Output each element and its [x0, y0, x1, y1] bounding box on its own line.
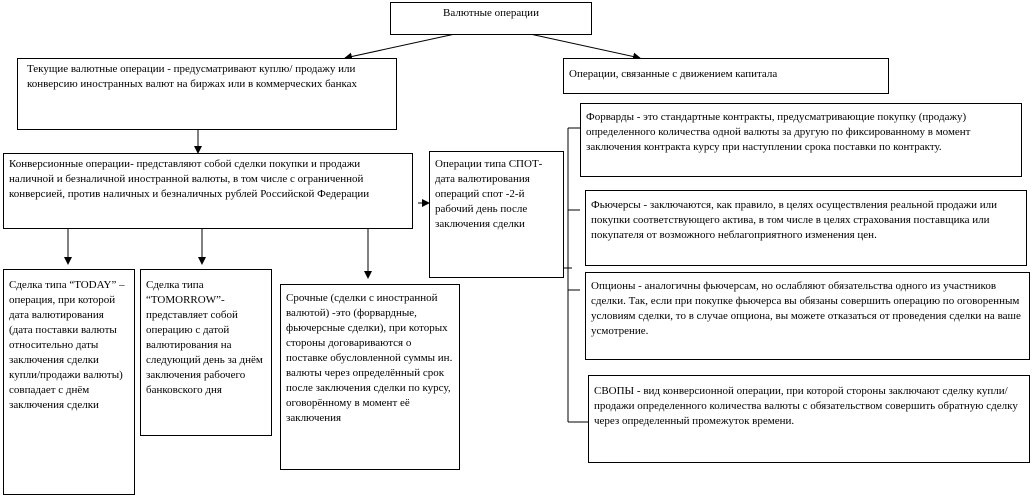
today-label: Сделка типа “TODAY” – операция, при кото… — [9, 279, 125, 411]
capital-ops-label: Операции, связанные с движением капитала — [569, 68, 778, 80]
conversion-ops-label: Конверсионные операции- представляют соб… — [9, 158, 370, 200]
options-box: Опционы - аналогичны фьючерсам, но ослаб… — [585, 272, 1030, 360]
forwards-box: Форварды - это стандартные контракты, пр… — [580, 103, 1022, 177]
current-ops-label: Текущие валютные операции - предусматрив… — [27, 63, 358, 90]
tomorrow-label: Сделка типа “TOMORROW”-представляет собо… — [146, 279, 263, 396]
arrow-root-to-current — [344, 33, 456, 61]
swaps-box: СВОПЫ - вид конверсионной операции, при … — [588, 375, 1030, 463]
options-label: Опционы - аналогичны фьючерсам, но ослаб… — [591, 280, 1021, 337]
tomorrow-box: Сделка типа “TOMORROW”-представляет собо… — [140, 269, 272, 436]
forwards-label: Форварды - это стандартные контракты, пр… — [586, 111, 971, 153]
today-box: Сделка типа “TODAY” – операция, при кото… — [3, 269, 135, 495]
spot-box: Операции типа СПОТ-дата валютирования оп… — [429, 151, 564, 278]
conversion-ops-box: Конверсионные операции- представляют соб… — [3, 153, 413, 229]
swaps-label: СВОПЫ - вид конверсионной операции, при … — [594, 385, 1018, 427]
arrow-root-to-capital — [529, 33, 641, 61]
futures-box: Фьючерсы - заключаются, как правило, в ц… — [585, 190, 1027, 266]
spot-label: Операции типа СПОТ-дата валютирования оп… — [435, 158, 543, 230]
forward-ops-box: Срочные (сделки с иностранной валютой) -… — [280, 284, 460, 470]
forward-ops-label: Срочные (сделки с иностранной валютой) -… — [286, 292, 453, 424]
root-label: Валютные операции — [443, 7, 539, 19]
current-ops-box: Текущие валютные операции - предусматрив… — [17, 58, 397, 130]
capital-ops-box: Операции, связанные с движением капитала — [563, 58, 889, 94]
root-box: Валютные операции — [390, 2, 592, 35]
futures-label: Фьючерсы - заключаются, как правило, в ц… — [591, 199, 997, 241]
